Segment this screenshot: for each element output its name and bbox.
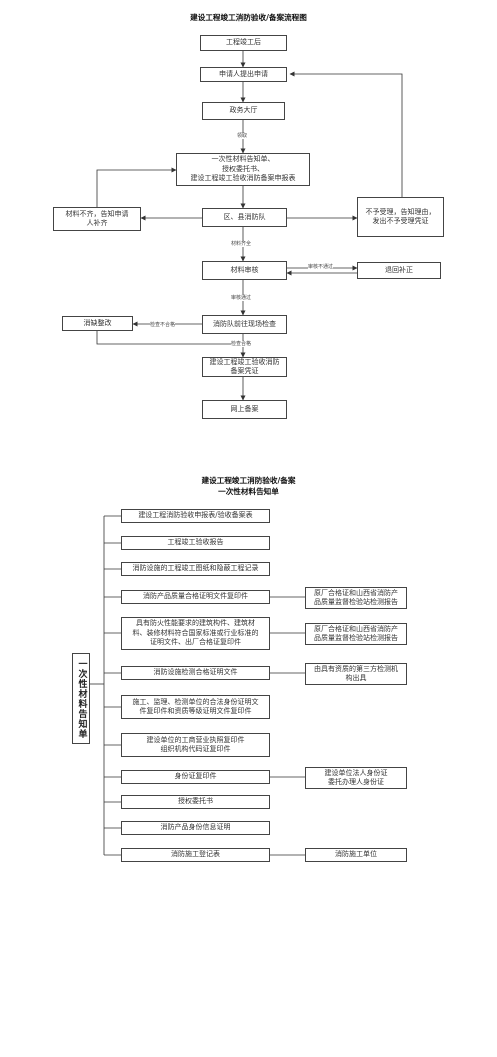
list-item: 消防施工登记表 <box>121 848 270 862</box>
list-item: 建设工程消防验收申报表/验收备案表 <box>121 509 270 523</box>
node-rectify: 消缺整改 <box>62 316 133 331</box>
node-government-hall: 政务大厅 <box>202 102 285 120</box>
list-item: 建设单位的工商营业执照复印件 组织机构代码证复印件 <box>121 733 270 757</box>
list-note: 原厂合格证和山西省消防产 品质量监督检验站检测报告 <box>305 623 407 645</box>
flow-title: 建设工程竣工消防验收/备案流程图 <box>190 13 307 22</box>
list-item: 消防设施的工程竣工图纸和隐蔽工程记录 <box>121 562 270 576</box>
list-note: 由具有资质的第三方检测机 构出具 <box>305 663 407 685</box>
node-site-inspection: 消防队前往现场检查 <box>202 315 287 334</box>
list-item: 消防产品身份信息证明 <box>121 821 270 835</box>
label-inspection-failed: 检查不合格 <box>150 322 176 328</box>
list-side-label: 一次性材料告知单 <box>72 653 90 744</box>
label-review-failed: 审核不通过 <box>308 264 334 270</box>
list-note: 原厂合格证和山西省消防产 品质量监督检验站检测报告 <box>305 587 407 609</box>
list-item: 工程竣工验收报告 <box>121 536 270 550</box>
node-material-review: 材料审核 <box>202 261 287 280</box>
node-application: 申请人提出申请 <box>200 67 287 82</box>
list-note: 建设单位法人身份证 委托办理人身份证 <box>305 767 407 789</box>
label-receive: 领取 <box>237 133 248 139</box>
node-completion: 工程竣工后 <box>200 35 287 51</box>
node-not-accepted: 不予受理，告知理由， 发出不予受理凭证 <box>357 197 444 237</box>
list-item: 身份证复印件 <box>121 770 270 784</box>
label-materials-complete: 材料齐全 <box>231 241 252 247</box>
node-notice-forms: 一次性材料告知单、 授权委托书、 建设工程竣工验收消防备案申报表 <box>176 153 310 186</box>
node-record-certificate: 建设工程竣工验收消防 备案凭证 <box>202 357 287 377</box>
list-item: 消防设施检测合格证明文件 <box>121 666 270 680</box>
node-online-record: 网上备案 <box>202 400 287 419</box>
list-item: 施工、监理、检测单位的合法身份证明文 件复印件和资质等级证明文件复印件 <box>121 695 270 719</box>
label-inspection-passed: 检查合格 <box>231 341 252 347</box>
list-note: 消防施工单位 <box>305 848 407 862</box>
node-return-correction: 退回补正 <box>357 262 441 279</box>
label-review-passed: 审核通过 <box>231 295 252 301</box>
list-item: 授权委托书 <box>121 795 270 809</box>
list-title-line2: 一次性材料告知单 <box>218 487 279 496</box>
list-title-line1: 建设工程竣工消防验收/备案 <box>201 476 296 485</box>
node-fire-brigade: 区、县消防队 <box>202 208 287 227</box>
node-incomplete-materials: 材料不齐，告知申请 人补齐 <box>53 207 141 231</box>
list-item: 具有防火性能要求的建筑构件、建筑材 料、装修材料符合国家标准或行业标准的 证明文… <box>121 617 270 650</box>
list-item: 消防产品质量合格证明文件复印件 <box>121 590 270 604</box>
